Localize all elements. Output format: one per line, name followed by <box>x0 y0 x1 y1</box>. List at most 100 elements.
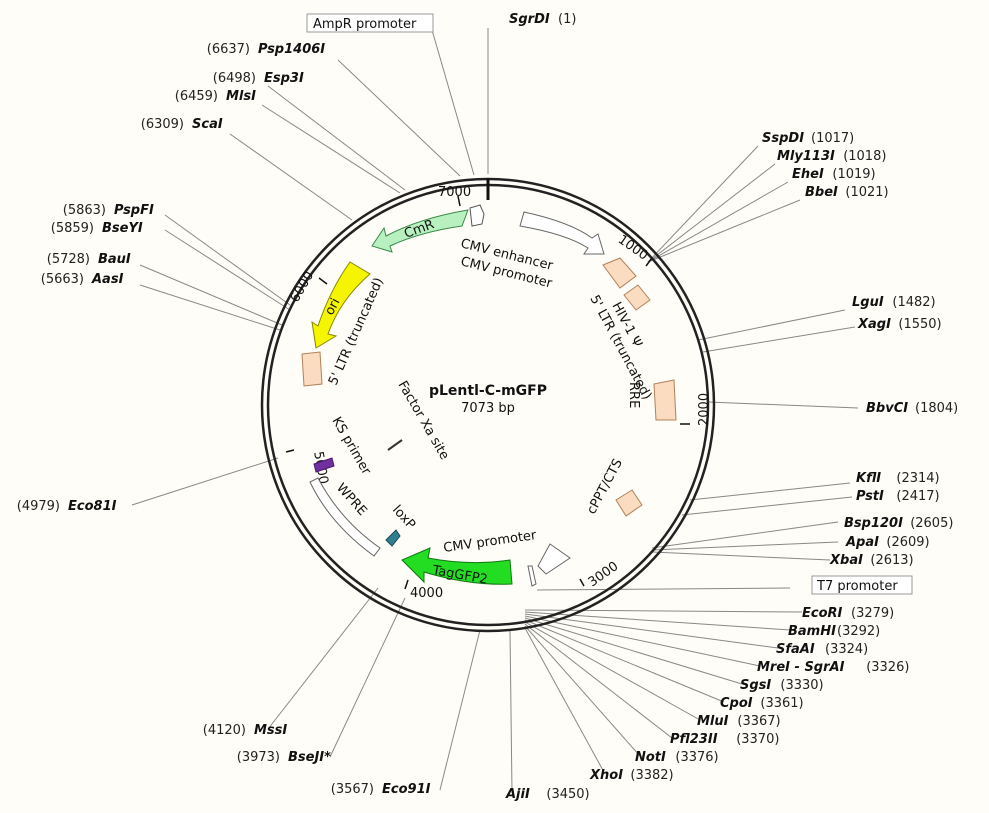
site-position-xagi: (1550) <box>898 317 941 332</box>
site-name-mlui: MluI <box>697 714 729 729</box>
site-name-sspdi: SspDI <box>762 131 804 146</box>
site-position-scai: (6309) <box>141 117 184 132</box>
site-position-apai: (2609) <box>886 535 929 550</box>
site-position-psti: (2417) <box>896 489 939 504</box>
t7-promoter-feature <box>527 565 537 587</box>
site-name-baui: BauI <box>98 252 131 267</box>
site-name-bsp120i: Bsp120I <box>844 516 903 531</box>
site-name-sgrdi: SgrDI <box>509 12 550 27</box>
site-position-psp1406i: (6637) <box>207 42 250 57</box>
hiv1-psi-feature <box>602 257 637 289</box>
site-position-bbei: (1021) <box>845 185 888 200</box>
t7-promoter-box <box>811 575 913 595</box>
site-name-lgui: LguI <box>852 295 884 310</box>
cmr-label: CmR <box>402 217 436 242</box>
site-name-bamhi: BamHI <box>788 624 836 639</box>
site-position-mlsi: (6459) <box>175 89 218 104</box>
site-position-bseyi: (5859) <box>51 221 94 236</box>
site-position-aasi: (5663) <box>41 272 84 287</box>
ampr-promoter-box <box>306 13 434 33</box>
site-name-mrei-sgrai: MreI - SgrAI <box>757 660 845 675</box>
cmv-promoter-bottom-label: CMV promoter <box>442 528 537 556</box>
site-name-bseji: BseJI* <box>288 750 331 765</box>
site-position-kfli: (2314) <box>896 471 939 486</box>
site-name-ehei: EheI <box>792 167 824 182</box>
site-name-pspfi: PspFI <box>114 203 154 218</box>
site-name-esp3i: Esp3I <box>264 71 304 86</box>
cmv-enhancer-feature <box>519 211 605 255</box>
site-name-cpoi: CpoI <box>720 696 753 711</box>
plasmid-length: 7073 bp <box>461 401 515 416</box>
tick-label-4000: 4000 <box>410 586 443 601</box>
rre-label: RRE <box>626 382 641 408</box>
site-name-eco91i: Eco91I <box>382 782 431 797</box>
site-name-eco81i: Eco81I <box>68 499 117 514</box>
site-position-sspdi: (1017) <box>811 131 854 146</box>
site-position-cpoi: (3361) <box>760 696 803 711</box>
site-name-xbai: XbaI <box>829 553 863 568</box>
leader-lines <box>131 28 859 794</box>
cmv-promoter-bottom-feature <box>537 543 571 575</box>
site-position-pspfi: (5863) <box>63 203 106 218</box>
tick-marks <box>285 195 690 590</box>
ampr-promoter-feature <box>469 204 485 227</box>
t7-promoter-label: T7 promoter <box>816 579 898 594</box>
site-position-pfl23ii: (3370) <box>736 732 779 747</box>
ltr5-right-feature <box>623 284 651 311</box>
loxp-feature <box>385 529 401 547</box>
site-position-xhoi: (3382) <box>630 768 673 783</box>
cmr-feature <box>371 209 469 253</box>
taggfp2-feature <box>401 547 513 585</box>
ks-primer-feature <box>313 457 335 473</box>
tick-label-7000: 7000 <box>438 185 471 200</box>
site-name-apai: ApaI <box>845 535 879 550</box>
tick-label-2000: 2000 <box>697 393 712 426</box>
site-position-sfaai: (3324) <box>825 642 868 657</box>
site-name-mssi: MssI <box>254 723 287 738</box>
site-name-bbvci: BbvCI <box>866 401 908 416</box>
site-name-bbei: BbeI <box>805 185 838 200</box>
ampr-promoter-label: AmpR promoter <box>313 17 417 32</box>
site-position-ecori: (3279) <box>851 606 894 621</box>
site-name-mlsi: MlsI <box>226 89 256 104</box>
site-position-noti: (3376) <box>675 750 718 765</box>
cppt-cts-feature <box>615 489 643 517</box>
site-name-sfaai: SfaAI <box>776 642 815 657</box>
site-position-mssi: (4120) <box>203 723 246 738</box>
site-position-ajii: (3450) <box>546 787 589 802</box>
site-position-xbai: (2613) <box>870 553 913 568</box>
site-name-ajii: AjiI <box>505 787 530 802</box>
site-name-aasi: AasI <box>91 272 124 287</box>
site-position-baui: (5728) <box>47 252 90 267</box>
site-name-psp1406i: Psp1406I <box>258 42 325 57</box>
site-position-bseji: (3973) <box>237 750 280 765</box>
tick-label-3000: 3000 <box>586 559 622 590</box>
site-name-ecori: EcoRI <box>802 606 843 621</box>
site-position-eco81i: (4979) <box>17 499 60 514</box>
rre-feature <box>653 379 677 421</box>
site-position-bamhi: (3292) <box>837 624 880 639</box>
site-position-mrei-sgrai: (3326) <box>866 660 909 675</box>
wpre-feature <box>309 477 381 557</box>
site-position-sgrdi: (1) <box>558 12 576 27</box>
ltr5-left-feature <box>301 351 323 387</box>
site-name-psti: PstI <box>856 489 884 504</box>
loxp-label: loxP <box>389 503 418 533</box>
ori-label: ori <box>322 296 343 318</box>
site-name-mly113i: Mly113I <box>777 149 835 164</box>
site-name-scai: ScaI <box>192 117 223 132</box>
site-position-esp3i: (6498) <box>213 71 256 86</box>
factor-xa-marker <box>387 439 403 451</box>
site-position-mlui: (3367) <box>737 714 780 729</box>
site-name-bseyi: BseYI <box>102 221 143 236</box>
cppt-cts-label: cPPT/CTS <box>584 456 626 516</box>
site-position-sgsi: (3330) <box>780 678 823 693</box>
site-name-xhoi: XhoI <box>589 768 623 783</box>
plasmid-name: pLentl-C-mGFP <box>429 383 547 399</box>
site-position-bsp120i: (2605) <box>910 516 953 531</box>
site-labels: SgrDI (1) Psp1406I (6637) Esp3I (6498) MlsI (64… <box>17 12 958 802</box>
site-name-pfl23ii: Pfl23II <box>670 732 718 747</box>
site-name-noti: NotI <box>635 750 666 765</box>
site-position-bbvci: (1804) <box>915 401 958 416</box>
